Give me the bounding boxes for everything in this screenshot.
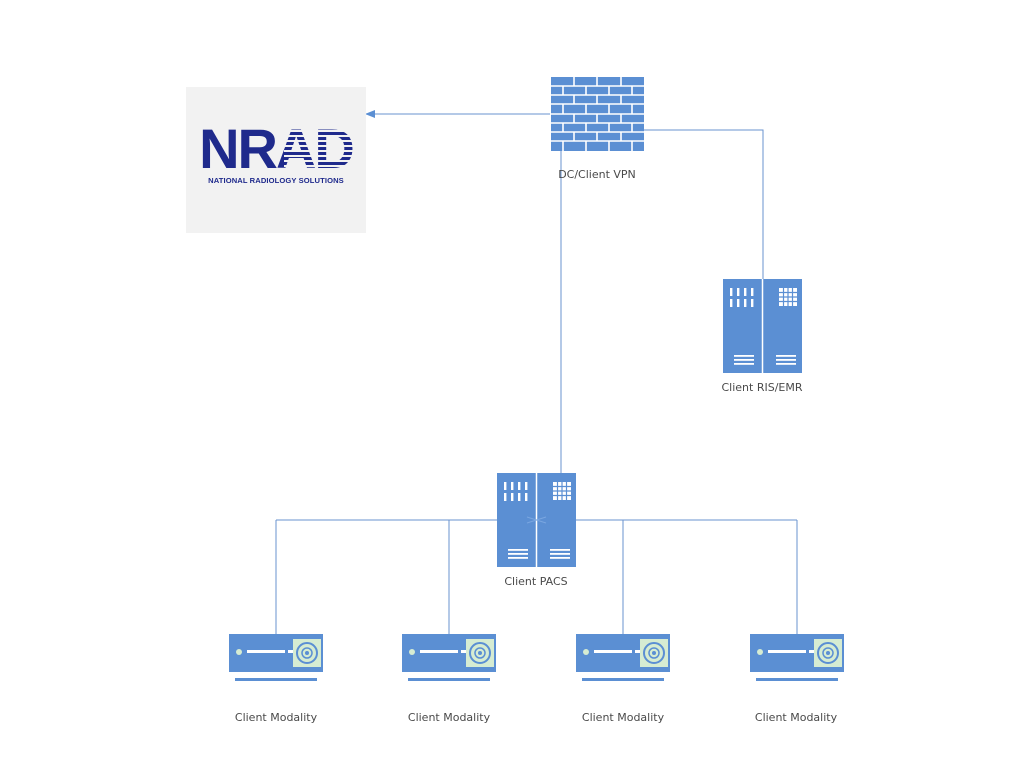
nrad-logo: NRAD NATIONAL RADIOLOGY SOLUTIONS	[186, 87, 366, 233]
modality-label-3: Client Modality	[581, 711, 665, 724]
modality-label-4: Client Modality	[754, 711, 838, 724]
ris-label: Client RIS/EMR	[721, 381, 803, 394]
pacs-label: Client PACS	[504, 575, 568, 588]
modality-device-icon	[576, 634, 670, 681]
modality-device-icon	[402, 634, 496, 681]
ris-server-icon	[723, 279, 802, 373]
logo-wordmark: NRAD	[199, 117, 355, 180]
logo-tagline: NATIONAL RADIOLOGY SOLUTIONS	[208, 176, 344, 185]
modality-label-1: Client Modality	[234, 711, 318, 724]
modality-label-2: Client Modality	[407, 711, 491, 724]
vpn-label: DC/Client VPN	[558, 168, 636, 181]
connector-vpn-to-ris	[644, 129, 764, 279]
modality-device-icon	[229, 634, 323, 681]
firewall-icon	[551, 77, 644, 151]
pacs-server-icon	[497, 473, 576, 567]
modality-device-icon	[750, 634, 844, 681]
